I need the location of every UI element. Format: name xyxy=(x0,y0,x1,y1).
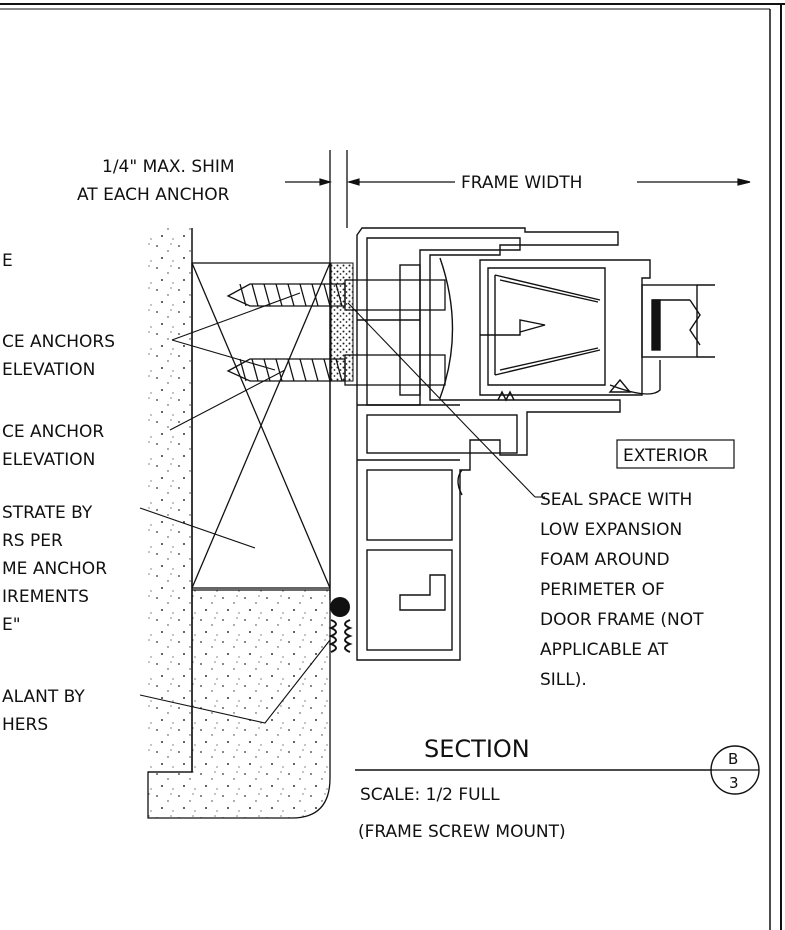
left-notes: E CE ANCHORS ELEVATION CE ANCHOR ELEVATI… xyxy=(2,251,115,735)
frame-width-label: FRAME WIDTH xyxy=(461,173,582,193)
note-3-line-2: ELEVATION xyxy=(2,450,95,470)
shim-note: 1/4" MAX. SHIM AT EACH ANCHOR xyxy=(77,157,235,205)
note-4-line-3: ME ANCHOR xyxy=(2,559,107,579)
section-tag-bottom: 3 xyxy=(729,774,739,792)
concrete-substrate xyxy=(147,228,331,819)
seal-note-line-3: FOAM AROUND xyxy=(540,550,670,570)
frame-width-dimension xyxy=(349,178,751,186)
note-4-line-4: IREMENTS xyxy=(2,587,89,607)
note-5-line-1: ALANT BY xyxy=(2,687,85,707)
scale-text: SCALE: 1/2 FULL xyxy=(360,785,500,805)
shim-note-line-2: AT EACH ANCHOR xyxy=(77,185,230,205)
seal-note-line-6: APPLICABLE AT xyxy=(540,640,669,660)
exterior-label: EXTERIOR xyxy=(623,446,708,466)
shim-note-line-1: 1/4" MAX. SHIM xyxy=(102,157,235,177)
note-4-line-2: RS PER xyxy=(2,531,63,551)
leader-lines xyxy=(139,292,536,724)
section-title: SECTION xyxy=(424,735,530,763)
backer-rod-sealant xyxy=(328,597,353,653)
note-5-line-2: HERS xyxy=(2,715,48,735)
seal-note-line-4: PERIMETER OF xyxy=(540,580,665,600)
section-tag-top: B xyxy=(728,750,738,768)
exterior-tag: EXTERIOR xyxy=(616,439,735,469)
sheet-border xyxy=(0,3,785,930)
mount-text: (FRAME SCREW MOUNT) xyxy=(358,822,566,842)
note-4-line-5: E" xyxy=(2,615,21,635)
door-frame-profile xyxy=(356,227,621,661)
note-4-line-1: STRATE BY xyxy=(2,503,93,523)
seal-note-line-7: SILL). xyxy=(540,670,587,690)
door-stile xyxy=(439,257,715,402)
foam-seal xyxy=(330,262,354,382)
note-3-line-1: CE ANCHOR xyxy=(2,422,104,442)
seal-note: SEAL SPACE WITH LOW EXPANSION FOAM AROUN… xyxy=(535,490,704,690)
seal-note-line-2: LOW EXPANSION xyxy=(540,520,682,540)
seal-note-line-1: SEAL SPACE WITH xyxy=(540,490,692,510)
section-title-block: SECTION B 3 SCALE: 1/2 FULL (FRAME SCREW… xyxy=(355,735,760,842)
shim-dimension xyxy=(285,178,360,186)
note-2-line-2: ELEVATION xyxy=(2,360,95,380)
anchor-screws xyxy=(226,279,446,386)
seal-note-line-5: DOOR FRAME (NOT xyxy=(540,610,704,630)
note-1-line-1: E xyxy=(2,251,13,271)
shim-gap xyxy=(329,150,348,600)
wood-buck xyxy=(191,262,331,589)
note-2-line-1: CE ANCHORS xyxy=(2,332,115,352)
